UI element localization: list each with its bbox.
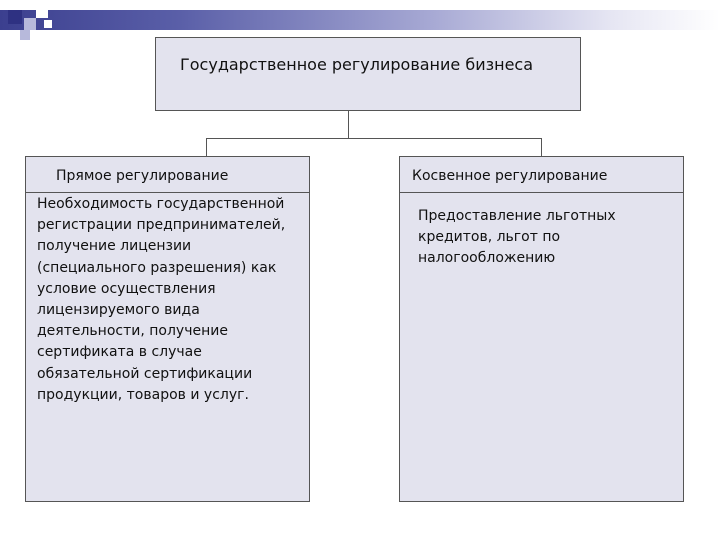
direct-regulation-box bbox=[25, 156, 310, 502]
diagram-title: Государственное регулирование бизнеса bbox=[180, 55, 534, 74]
decor-square bbox=[44, 20, 52, 28]
direct-regulation-header bbox=[26, 157, 309, 193]
decor-square bbox=[20, 30, 30, 40]
decor-square bbox=[36, 6, 48, 18]
connector-right-drop bbox=[541, 138, 542, 156]
indirect-regulation-heading: Косвенное регулирование bbox=[412, 168, 608, 184]
direct-regulation-heading: Прямое регулирование bbox=[56, 168, 229, 184]
connector-left-drop bbox=[206, 138, 207, 156]
indirect-regulation-box bbox=[399, 156, 684, 502]
direct-regulation-text: Необходимость государственной регистраци… bbox=[37, 196, 286, 403]
decor-square bbox=[24, 18, 36, 30]
connector-title-stem bbox=[348, 111, 349, 138]
diagram-title-box bbox=[155, 37, 581, 111]
header-decoration-band bbox=[0, 10, 720, 30]
connector-horizontal bbox=[206, 138, 542, 139]
decor-square bbox=[8, 10, 22, 24]
indirect-regulation-text: Предоставление льготных кредитов, льгот … bbox=[418, 208, 616, 267]
indirect-regulation-header bbox=[400, 157, 683, 193]
